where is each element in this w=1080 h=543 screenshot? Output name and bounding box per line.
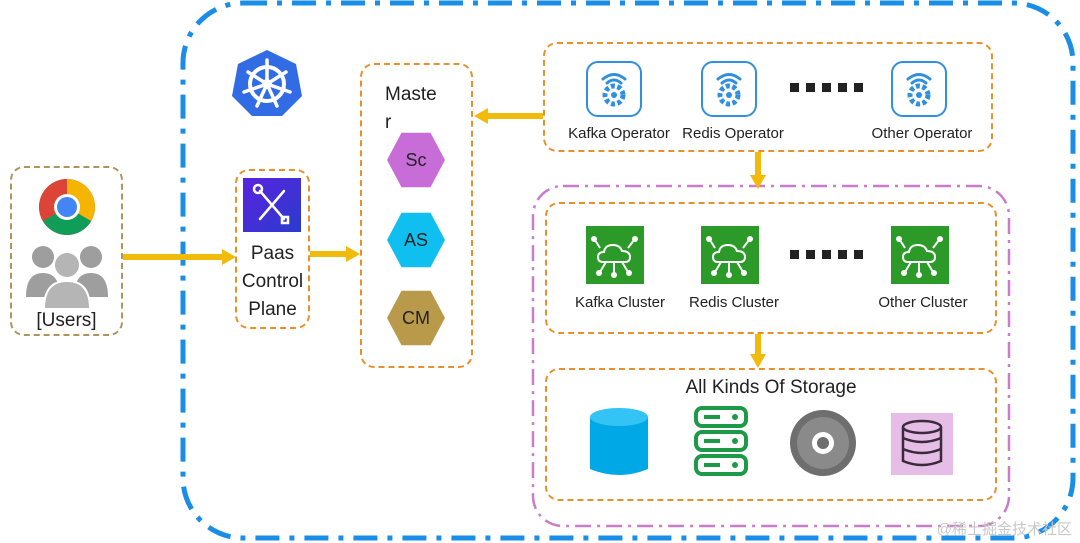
hex-label: CM: [402, 307, 430, 328]
cluster-label-other: Other Cluster: [878, 294, 968, 311]
control-plane-line3: Plane: [248, 299, 297, 320]
storage-title: All Kinds Of Storage: [685, 377, 857, 398]
cylinder-storage-icon: [590, 408, 648, 475]
master-box: [360, 63, 473, 368]
arrow-operators-to-clusters: [750, 152, 766, 189]
operator-label-redis: Redis Operator: [682, 125, 784, 142]
users-group-icon: [26, 246, 108, 309]
hex-label: AS: [403, 229, 428, 250]
storage-box: [545, 368, 997, 501]
arrow-operators-to-master: [474, 108, 543, 124]
operator-label-other: Other Operator: [871, 125, 973, 142]
arrow-clusters-to-storage: [750, 334, 766, 368]
control-plane-line1: Paas: [250, 243, 295, 264]
watermark: @稀土掘金技术社区: [936, 521, 1072, 538]
control-plane-box: [235, 169, 310, 329]
disc-icon: [790, 410, 856, 476]
cluster-network-icon: [586, 226, 644, 284]
master-title-line1: Maste: [385, 84, 437, 105]
cluster-network-icon: [891, 226, 949, 284]
hex-label: Sc: [405, 149, 427, 170]
operator-gear-icon: [891, 61, 947, 117]
tools-icon: [243, 178, 301, 232]
clusters-box: [545, 202, 997, 334]
chrome-icon: [39, 179, 95, 235]
clusters-ellipsis: [790, 250, 863, 260]
master-title-line2: r: [385, 112, 392, 133]
arrow-users-to-control: [123, 249, 236, 265]
cluster-network-icon: [701, 226, 759, 284]
users-box: [10, 166, 123, 336]
server-stack-icon: [694, 406, 748, 476]
arrow-control-to-master: [310, 246, 360, 262]
operator-gear-icon: [586, 61, 642, 117]
database-icon: [891, 413, 953, 475]
operator-label-kafka: Kafka Operator: [568, 125, 670, 142]
kubernetes-helm-icon: [232, 50, 302, 116]
operator-gear-icon: [701, 61, 757, 117]
operators-box: [543, 42, 993, 152]
control-plane-line2: Control: [241, 271, 304, 292]
workload-boundary: [531, 184, 1011, 528]
cluster-label-redis: Redis Cluster: [688, 294, 780, 311]
users-label: [Users]: [36, 310, 97, 331]
operators-ellipsis: [790, 83, 863, 93]
cluster-label-kafka: Kafka Cluster: [574, 294, 666, 311]
